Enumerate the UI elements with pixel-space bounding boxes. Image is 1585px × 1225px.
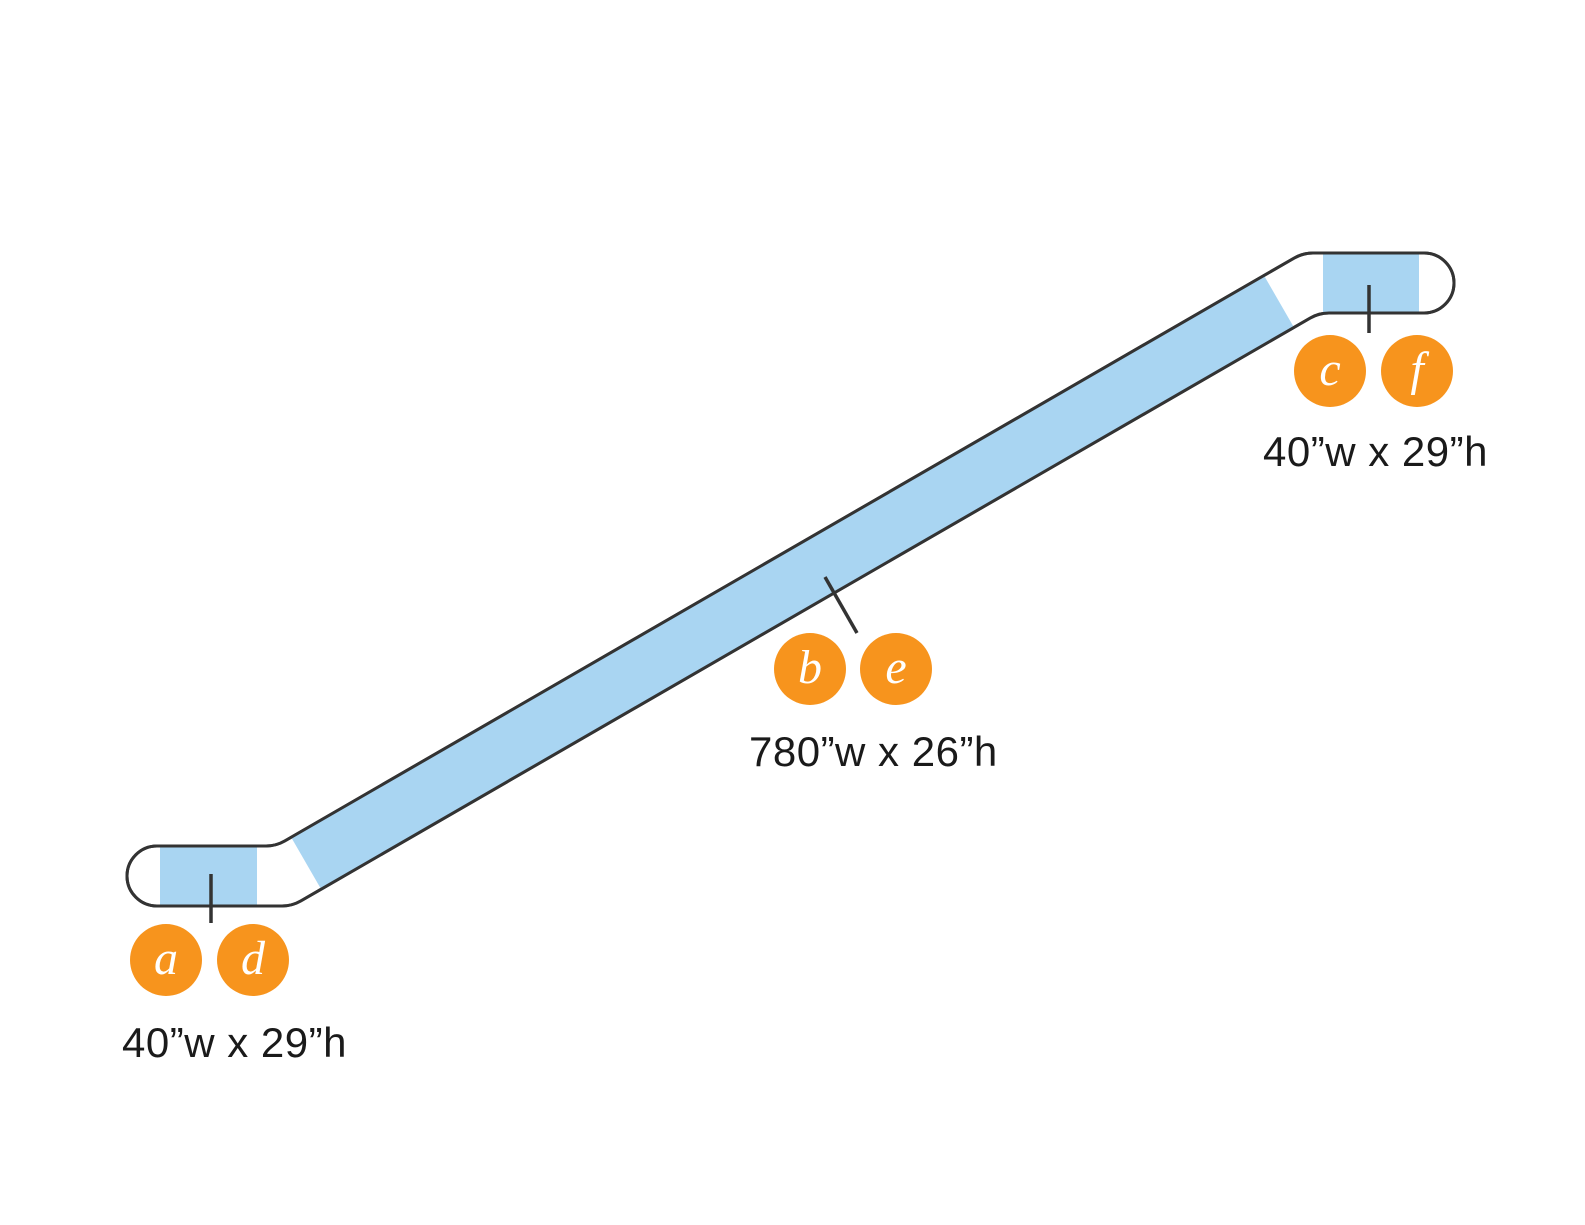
marker-f: f [1381,335,1453,407]
marker-c: c [1294,335,1366,407]
marker-e: e [860,633,932,705]
bottom-landing-dimension-label: 40”w x 29”h [122,1019,347,1066]
bottom-landing-panel [160,844,257,906]
incline-dimension-label: 780”w x 26”h [749,728,998,775]
top-landing-panel [1323,253,1419,315]
escalator-outline-stroke [125,251,1456,908]
incline-leader-line [823,576,859,634]
marker-b: b [774,633,846,705]
top-landing-dimension-label: 40”w x 29”h [1263,428,1488,475]
marker-d: d [217,924,289,996]
incline-panel [291,275,1294,889]
marker-a: a [130,924,202,996]
